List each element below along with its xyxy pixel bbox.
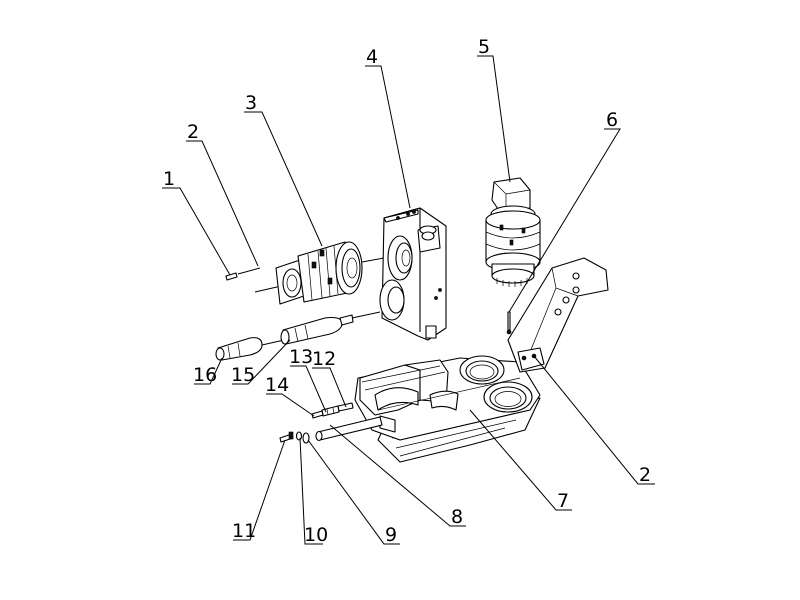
callout-4: 4 bbox=[366, 46, 378, 68]
callout-10: 10 bbox=[304, 524, 328, 546]
callout-14: 14 bbox=[265, 374, 289, 396]
part-4-gearbox bbox=[379, 207, 447, 341]
part-10-ring bbox=[295, 431, 303, 441]
part-2-bracket bbox=[507, 257, 609, 373]
callout-13: 13 bbox=[289, 346, 313, 368]
part-5-motor bbox=[485, 177, 541, 287]
part-15-tapered-shaft bbox=[280, 311, 381, 345]
callout-9: 9 bbox=[385, 524, 397, 546]
part-14-bolt bbox=[311, 410, 324, 419]
callout-8: 8 bbox=[451, 506, 463, 528]
callout-5: 5 bbox=[478, 36, 490, 58]
part-11-bolt bbox=[279, 431, 294, 443]
callout-labels: 1 2 3 4 5 6 2 7 8 9 10 11 12 13 14 15 16 bbox=[163, 36, 651, 546]
part-1-pin bbox=[225, 267, 261, 281]
callout-12: 12 bbox=[312, 348, 336, 370]
callout-6: 6 bbox=[606, 109, 618, 131]
callout-3: 3 bbox=[245, 92, 257, 114]
part-3-drive-housing bbox=[254, 241, 385, 305]
callout-7: 7 bbox=[557, 490, 569, 512]
leader-lines bbox=[162, 55, 655, 545]
callout-2-right: 2 bbox=[639, 464, 651, 486]
part-7-base-frame bbox=[354, 355, 541, 463]
callout-11: 11 bbox=[232, 520, 256, 542]
part-16-shaft bbox=[215, 337, 285, 361]
callout-2-left: 2 bbox=[187, 121, 199, 143]
callout-16: 16 bbox=[193, 364, 217, 386]
part-8-pin bbox=[315, 416, 383, 442]
part-9-washer bbox=[302, 432, 310, 444]
part-6-bolt bbox=[506, 311, 512, 335]
callout-15: 15 bbox=[231, 364, 255, 386]
callout-1: 1 bbox=[163, 168, 175, 190]
